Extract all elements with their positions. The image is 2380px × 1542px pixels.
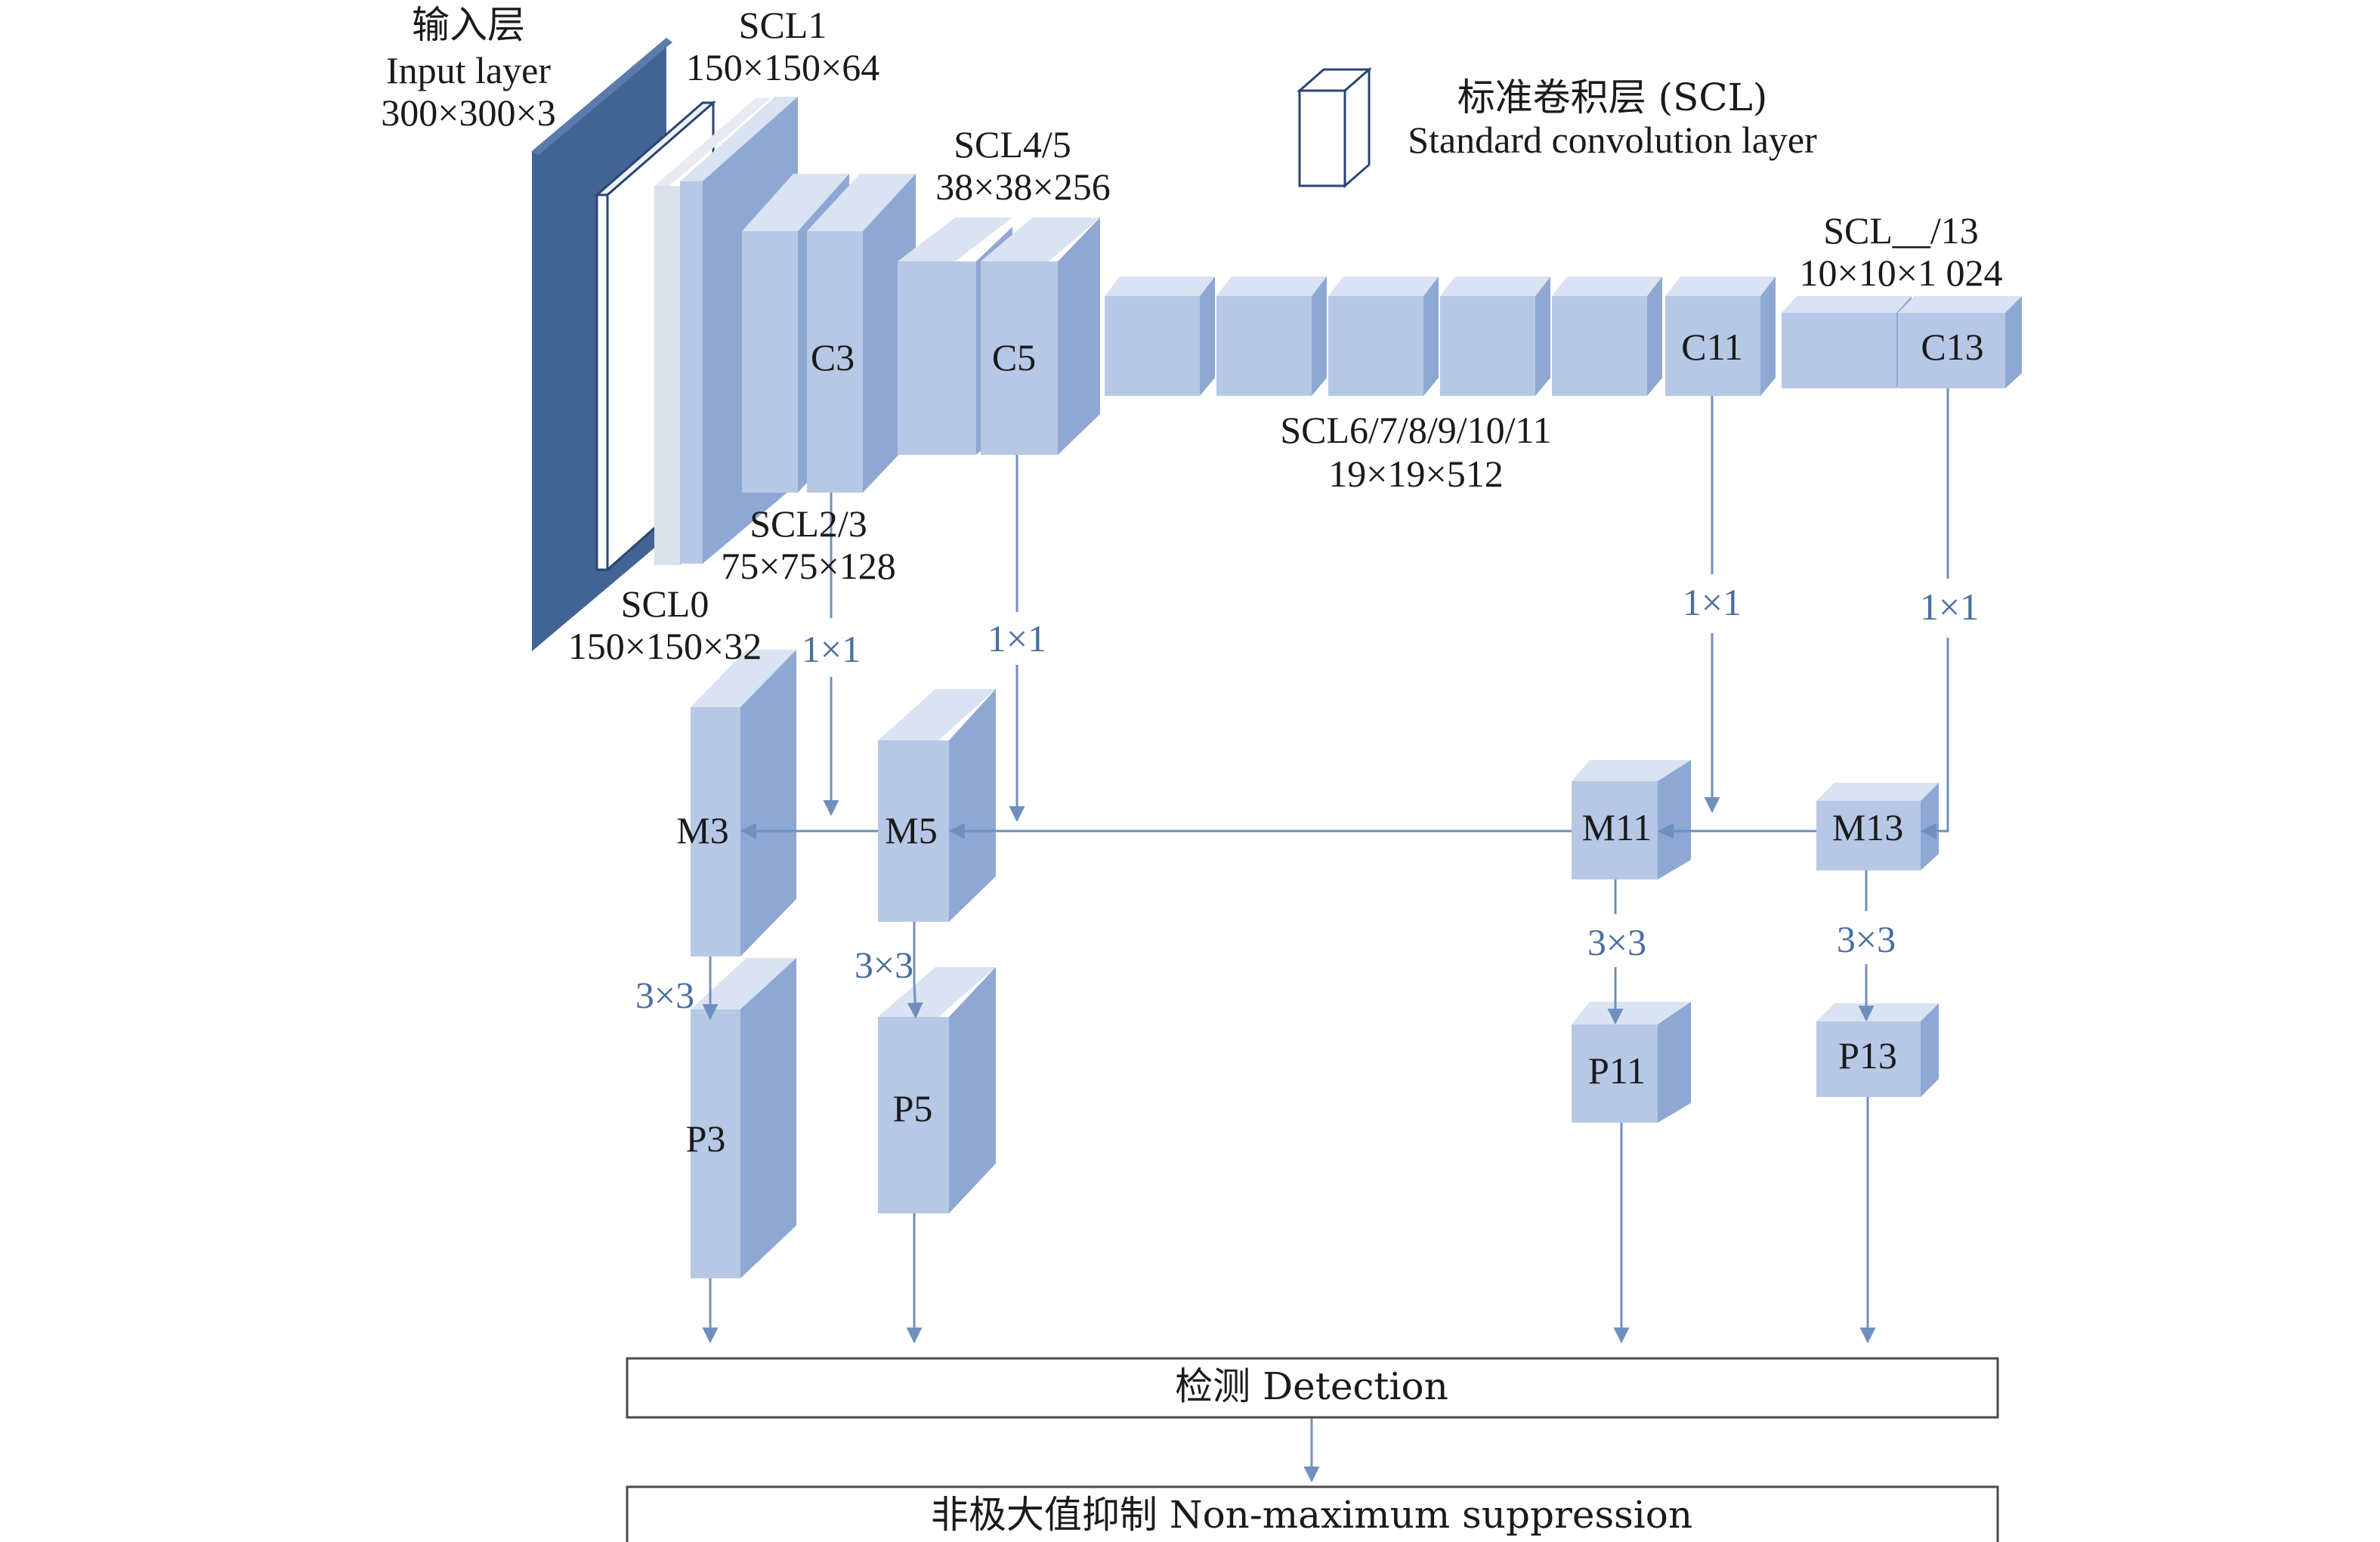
c13-op-1x1: 1×1 <box>1920 586 1979 628</box>
scl1-size: 150×150×64 <box>686 46 879 88</box>
m13-label: M13 <box>1832 806 1903 848</box>
legend-label-cn: 标准卷积层 (SCL) <box>1457 76 1768 119</box>
scl10-box <box>1552 277 1662 396</box>
m3-box <box>691 650 796 956</box>
p3-label: P3 <box>686 1117 726 1160</box>
p5-box <box>878 967 996 1213</box>
scl6-11-name: SCL6/7/8/9/10/11 <box>1280 409 1551 451</box>
c11-box <box>1665 277 1776 396</box>
c13-box <box>1898 296 2022 388</box>
p5-label: P5 <box>893 1087 933 1129</box>
scl6-11-size: 19×19×512 <box>1328 453 1503 495</box>
m5-box <box>878 689 996 922</box>
p3-box <box>691 958 796 1278</box>
m5-label: M5 <box>885 809 937 851</box>
input-layer-size: 300×300×3 <box>381 91 555 134</box>
c5-label: C5 <box>992 336 1036 379</box>
scl13-name: SCL__/13 <box>1823 209 1979 252</box>
m3-label: M3 <box>676 809 728 851</box>
legend-cube-icon <box>1297 66 1372 189</box>
p11-label: P11 <box>1588 1049 1646 1092</box>
scl0-name: SCL0 <box>621 582 709 625</box>
scl9-box <box>1440 277 1550 396</box>
c3-label: C3 <box>811 336 855 379</box>
c3-op-1x1: 1×1 <box>802 628 861 670</box>
scl12-box <box>1782 296 1912 388</box>
m11-box <box>1572 760 1691 879</box>
input-layer-label-cn: 输入层 <box>412 3 525 47</box>
m11-op-3x3: 3×3 <box>1587 921 1646 963</box>
scl8-box <box>1328 277 1439 396</box>
m3-op-3x3: 3×3 <box>635 974 694 1016</box>
scl45-size: 38×38×256 <box>935 165 1110 208</box>
scl6-box <box>1105 277 1215 396</box>
detection-label: 检测 Detection <box>1175 1364 1448 1408</box>
scl45-name: SCL4/5 <box>954 123 1071 165</box>
m13-op-3x3: 3×3 <box>1837 918 1896 960</box>
nms-box <box>626 1485 1999 1542</box>
p13-label: P13 <box>1838 1034 1897 1077</box>
scl7-box <box>1216 277 1327 396</box>
scl23-name: SCL2/3 <box>750 502 867 545</box>
m5-op-3x3: 3×3 <box>855 944 913 986</box>
c5-op-1x1: 1×1 <box>988 617 1046 660</box>
nms-label: 非极大值抑制 Non-maximum suppression <box>931 1493 1692 1537</box>
scl13-size: 10×10×1 024 <box>1800 252 2003 294</box>
c5-box <box>981 218 1100 455</box>
c11-label: C11 <box>1681 326 1743 368</box>
m13-box <box>1816 783 1939 870</box>
m11-label: M11 <box>1582 806 1652 848</box>
input-layer-label-en: Input layer <box>386 49 551 91</box>
p13-box <box>1816 1003 1939 1097</box>
c11-op-1x1: 1×1 <box>1683 581 1742 623</box>
c13-down-into-m13 <box>1920 638 1949 839</box>
legend-label-en: Standard convolution layer <box>1408 119 1817 161</box>
scl0-size: 150×150×32 <box>568 625 762 667</box>
connectors <box>702 388 1949 1483</box>
scl23-size: 75×75×128 <box>721 545 895 587</box>
p11-box <box>1572 1002 1691 1123</box>
m5-to-p5-arrow <box>907 922 923 1019</box>
scl1-name: SCL1 <box>739 4 827 46</box>
detection-box <box>626 1357 1999 1419</box>
c13-label: C13 <box>1921 326 1983 368</box>
